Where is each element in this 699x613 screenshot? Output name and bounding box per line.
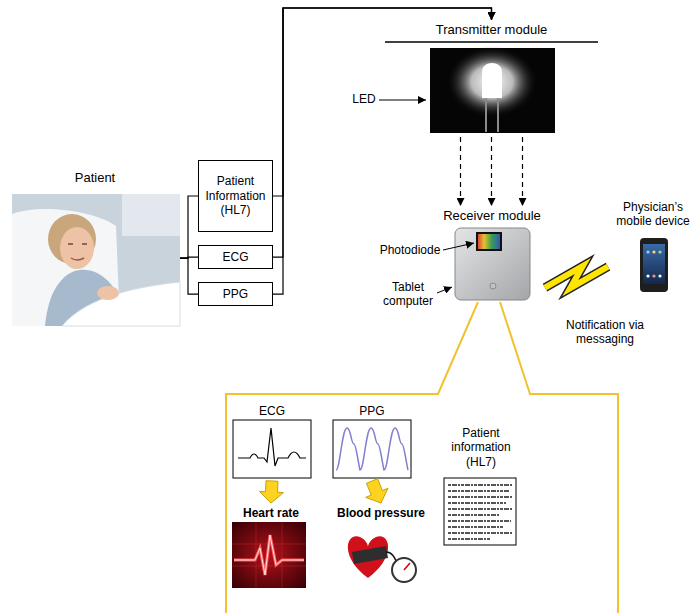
mobile-phone [652,250,655,253]
signal-node: PPG [330,402,414,480]
connector-line [273,8,492,294]
node-text: Patient Information (HL7) [202,174,269,217]
lightning-link [545,266,608,288]
part-label: Tablet computer [380,280,436,309]
connector-line [180,196,198,258]
connector-line [180,258,198,294]
part-label: Photodiode [378,243,442,257]
patient-photo [60,227,94,269]
blood-pressure-image [348,536,388,578]
heart-rate-image [232,522,306,588]
tablet-computer [477,233,501,250]
leader-arrows [379,100,426,101]
transmitter-bar [385,42,598,43]
tablet-computer [455,228,530,300]
block-arrow-shape [260,481,284,503]
mobile-phone [646,250,649,253]
process-box: PPG [198,282,273,306]
node-text: Receiver module [443,208,541,224]
led-photo [482,63,502,98]
node-text: Patient information (HL7) [435,426,527,469]
heart-rate-image [234,535,304,575]
process-box: ECG [198,245,273,269]
ecg-waveform [233,420,311,478]
result-node: Blood pressure [334,504,428,590]
node-text: PPG [223,287,248,301]
hl7-text-image [444,478,516,545]
process-box: Patient Information (HL7) [198,160,273,232]
hl7-text-image [444,478,516,545]
node-text: Heart rate [243,506,299,520]
ppg-waveform [336,428,408,470]
node-text: Transmitter module [436,22,548,38]
mobile-phone [640,238,668,292]
mobile-phone [652,274,655,277]
block-arrow-shape [366,479,388,503]
leader-arrows [437,287,452,293]
leader-arrows [443,243,474,250]
patient-photo [122,194,180,236]
blood-pressure-image [352,546,388,564]
signal-wire [180,258,198,294]
connector-line [460,137,461,206]
leader-arrows [379,100,474,293]
ecg-waveform [233,420,311,478]
ppg-waveform [333,420,411,478]
blood-pressure-image [404,563,410,570]
patient-node: Patient [10,168,180,326]
block-arrow [260,481,284,503]
receiver-node: Receiver module [440,206,544,302]
mobile-phone [640,238,668,292]
led-photo [430,46,555,133]
lightning-bolt [545,266,608,288]
patient-photo [97,286,119,300]
blood-pressure-image [342,522,420,588]
hl7-text-image [448,485,512,539]
lightning-outline [545,266,608,288]
callout-panel [226,302,618,613]
mobile-phone [658,274,661,277]
patient-photo [68,243,87,245]
patient-photo [12,194,180,326]
mobile-phone [646,274,649,277]
signal-wire [273,8,492,294]
mobile-phone [658,250,661,253]
led-photo [446,46,538,118]
node-text: PPG [359,404,384,418]
blood-pressure-image [392,558,416,582]
result-node: Heart rate [226,504,316,590]
phone-node: Physician’s mobile device [609,198,697,296]
signal-wire [180,196,198,258]
ppg-waveform [333,420,411,478]
node-text: ECG [259,404,285,418]
connector-line [491,137,492,206]
blood-pressure-image [342,522,420,588]
block-arrow [366,479,388,503]
tablet-computer [455,228,530,300]
edge-label: Notification via messaging [563,318,647,347]
patient-photo [62,282,180,326]
node-text: Physician’s mobile device [611,200,695,229]
patient-photo [71,258,84,260]
optical-link [461,137,523,206]
heart-rate-image [232,522,306,588]
led-photo [486,98,498,132]
node-text: ECG [222,250,248,264]
record-node: Patient information (HL7) [433,424,529,547]
mobile-phone [643,244,665,284]
signal-node: ECG [230,402,314,480]
node-text: Patient [75,170,115,186]
callout-panel [226,302,618,613]
patient-photo [12,194,180,326]
transmitter-node: Transmitter module [385,20,598,136]
heart-rate-image [232,522,306,588]
part-label: LED [350,92,378,106]
ecg-waveform [238,428,306,466]
connector-line [522,137,523,206]
node-text: Blood pressure [337,506,425,520]
transmitter-bar [385,41,598,43]
tablet-computer [490,283,496,289]
heart-rate-image [234,535,304,575]
